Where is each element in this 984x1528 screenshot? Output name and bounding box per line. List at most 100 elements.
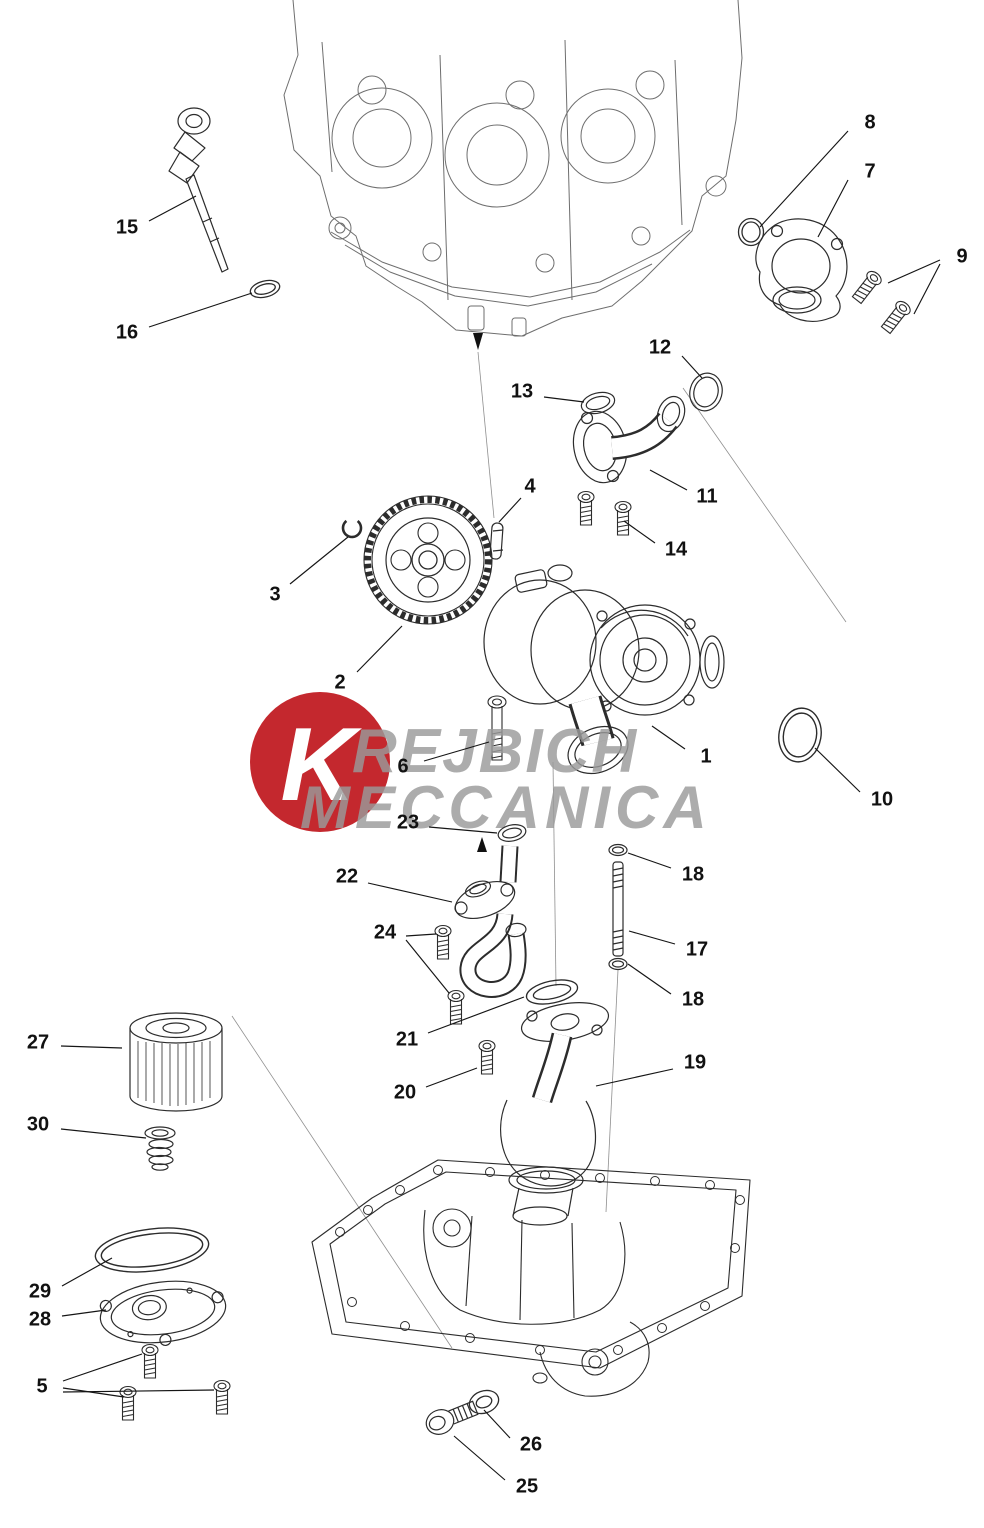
callout-18-lower: 18 bbox=[681, 988, 705, 1011]
leader-line-5 bbox=[62, 1353, 143, 1382]
leader-line-11 bbox=[649, 469, 688, 491]
filter-spring-drawing bbox=[144, 1126, 176, 1171]
filter-cover-oring-drawing bbox=[94, 1227, 210, 1273]
callout-21: 21 bbox=[395, 1028, 419, 1051]
leader-line-9 bbox=[913, 263, 941, 315]
callout-10: 10 bbox=[870, 788, 894, 811]
callout-18-upper: 18 bbox=[681, 863, 705, 886]
leader-line-5 bbox=[62, 1389, 215, 1393]
leader-line-6 bbox=[423, 741, 490, 762]
callout-28: 28 bbox=[28, 1308, 52, 1331]
callout-17: 17 bbox=[685, 938, 709, 961]
leader-line-26 bbox=[483, 1409, 511, 1439]
leader-line-24 bbox=[405, 933, 437, 937]
callout-20: 20 bbox=[393, 1081, 417, 1104]
hose-bolt-icon bbox=[434, 924, 465, 1025]
callout-16: 16 bbox=[115, 321, 139, 344]
leader-line-9 bbox=[887, 259, 941, 284]
water-pipe-bolt-icon bbox=[577, 490, 632, 536]
pickup-gasket-drawing bbox=[525, 979, 579, 1005]
pump-bolt-drawing bbox=[487, 695, 507, 761]
thermostat-oring-drawing bbox=[737, 217, 765, 247]
pickup-bolt-icon bbox=[478, 1039, 496, 1075]
callout-19: 19 bbox=[683, 1051, 707, 1074]
leader-line-25 bbox=[453, 1435, 506, 1481]
leader-line-15 bbox=[148, 195, 197, 222]
callout-24: 24 bbox=[373, 921, 397, 944]
callout-8: 8 bbox=[864, 111, 876, 134]
callout-5: 5 bbox=[36, 1375, 48, 1398]
dipstick-drawing bbox=[168, 107, 229, 273]
water-pump-drawing bbox=[483, 564, 725, 775]
callout-1: 1 bbox=[700, 745, 712, 768]
leader-line-18 bbox=[627, 963, 672, 995]
callout-6: 6 bbox=[397, 755, 409, 778]
drain-washer-drawing bbox=[468, 1389, 500, 1415]
leader-line-28 bbox=[61, 1309, 107, 1317]
leader-line-13 bbox=[543, 396, 585, 403]
leader-line-2 bbox=[356, 625, 403, 673]
oil-filter-drawing bbox=[129, 1012, 223, 1112]
leader-line-5 bbox=[62, 1387, 125, 1398]
callout-13: 13 bbox=[510, 380, 534, 403]
dipstick-oring-drawing bbox=[249, 279, 281, 299]
leader-line-12 bbox=[681, 355, 703, 379]
pump-oring-drawing bbox=[778, 707, 822, 763]
leader-line-18 bbox=[627, 852, 672, 869]
watermark-line2: MECCANICA bbox=[300, 774, 712, 841]
callout-25: 25 bbox=[515, 1475, 539, 1498]
construction-lines bbox=[231, 351, 847, 1349]
watermark-logo-circle bbox=[250, 692, 390, 832]
leader-lines-layer bbox=[60, 130, 941, 1481]
leader-line-14 bbox=[623, 520, 656, 544]
watermark: K REJBICH MECCANICA bbox=[250, 692, 712, 841]
filter-cover-drawing bbox=[99, 1280, 227, 1347]
drain-plug-drawing bbox=[425, 1400, 479, 1435]
leader-line-19 bbox=[595, 1068, 674, 1087]
assembly-arrow-icon bbox=[473, 333, 487, 852]
leader-line-21 bbox=[427, 996, 525, 1034]
callout-7: 7 bbox=[864, 160, 876, 183]
leader-line-4 bbox=[498, 497, 522, 523]
callout-3: 3 bbox=[269, 583, 281, 606]
drive-gear-drawing bbox=[363, 495, 493, 625]
callout-15: 15 bbox=[115, 216, 139, 239]
leader-line-29 bbox=[61, 1257, 113, 1287]
leader-line-8 bbox=[759, 130, 849, 228]
callout-2: 2 bbox=[334, 671, 346, 694]
callout-26: 26 bbox=[519, 1433, 543, 1456]
callout-12: 12 bbox=[648, 336, 672, 359]
leader-line-10 bbox=[814, 747, 861, 793]
bypass-hose-drawing bbox=[454, 824, 527, 998]
oil-pan-drawing bbox=[311, 1159, 751, 1397]
dowel-pin-drawing bbox=[489, 522, 504, 560]
circlip-drawing bbox=[341, 517, 363, 539]
leader-line-27 bbox=[60, 1045, 123, 1049]
callout-23: 23 bbox=[396, 811, 420, 834]
callout-4: 4 bbox=[524, 475, 536, 498]
callout-29: 29 bbox=[28, 1280, 52, 1303]
callout-30: 30 bbox=[26, 1113, 50, 1136]
leader-line-20 bbox=[425, 1067, 478, 1088]
leader-line-24 bbox=[405, 939, 450, 994]
watermark-logo-letter: K bbox=[280, 707, 362, 823]
leader-line-1 bbox=[651, 725, 686, 750]
stud-drawing bbox=[608, 843, 628, 971]
leader-line-3 bbox=[289, 536, 349, 585]
leader-line-22 bbox=[367, 882, 453, 903]
engine-block-drawing bbox=[283, 0, 743, 337]
water-pipe-drawing bbox=[572, 372, 723, 484]
oil-pickup-drawing bbox=[500, 1002, 610, 1226]
leader-line-30 bbox=[60, 1128, 147, 1139]
thermostat-cover-drawing bbox=[755, 218, 848, 322]
callout-22: 22 bbox=[335, 865, 359, 888]
leader-line-7 bbox=[817, 179, 849, 238]
leader-line-17 bbox=[628, 930, 676, 945]
leader-line-23 bbox=[428, 826, 498, 834]
watermark-line1: REJBICH bbox=[352, 717, 638, 786]
callout-27: 27 bbox=[26, 1031, 50, 1054]
callout-11: 11 bbox=[696, 485, 718, 508]
thermostat-bolt-icon bbox=[849, 268, 914, 336]
